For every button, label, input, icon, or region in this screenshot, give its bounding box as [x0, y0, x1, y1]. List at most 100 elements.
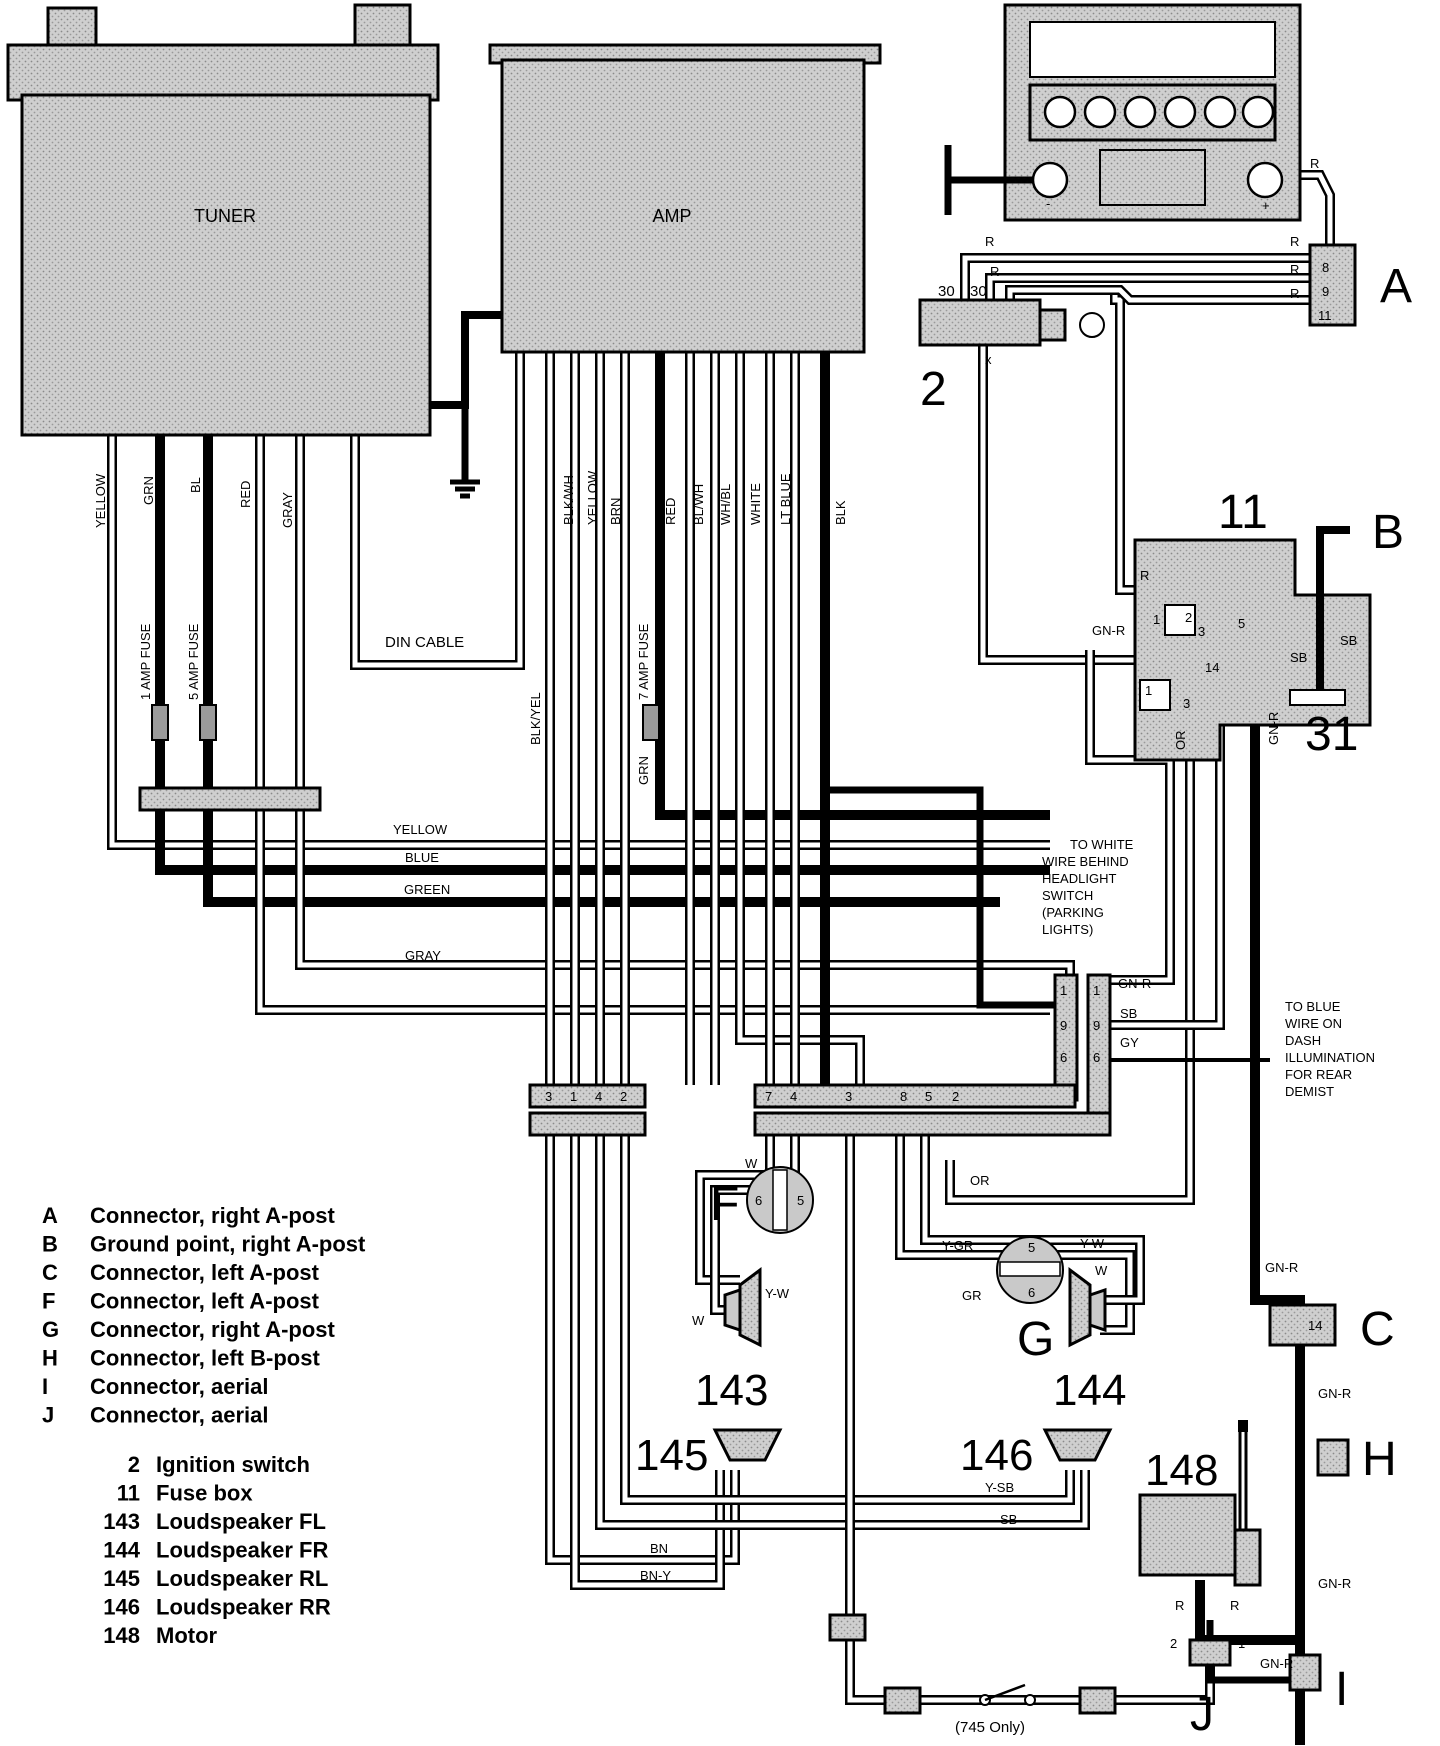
connector-g: 5 6 — [996, 1236, 1064, 1304]
note-white-1: TO WHITE — [1070, 837, 1134, 852]
lb-pin-1: 1 — [570, 1089, 577, 1104]
legend-number-text: Loudspeaker FL — [156, 1509, 326, 1534]
label-y-sb: Y-SB — [985, 1480, 1014, 1495]
label-gn-r-2: GN-R — [1118, 976, 1151, 991]
tuner-unit: TUNER — [6, 3, 440, 437]
note-white-3: HEADLIGHT — [1042, 871, 1116, 886]
tuner-label: TUNER — [194, 206, 256, 226]
ground-b — [1316, 526, 1350, 690]
legend-letter-text: Connector, aerial — [90, 1403, 269, 1428]
legend-letter-text: Connector, aerial — [90, 1374, 269, 1399]
connector-f: 6 5 — [746, 1166, 814, 1234]
fuse-pin-3b: 3 — [1183, 696, 1190, 711]
label-or-1: OR — [970, 1173, 990, 1188]
legend-letter-key: F — [42, 1289, 55, 1314]
amp-label: AMP — [652, 206, 691, 226]
lb-pin-4: 4 — [595, 1089, 602, 1104]
legend-number-text: Ignition switch — [156, 1452, 310, 1477]
callout-144: 144 — [1053, 1366, 1126, 1415]
label-white: WHITE — [748, 483, 763, 525]
legend-number-text: Motor — [156, 1623, 218, 1648]
label-wh-bl: WH/BL — [718, 484, 733, 525]
terminal-30b: 30 — [970, 283, 987, 300]
f-pin-5: 5 — [797, 1193, 804, 1208]
label-tuner-yellow: YELLOW — [93, 473, 108, 528]
callout-31: 31 — [1305, 708, 1358, 761]
legend-number-text: Loudspeaker FR — [156, 1538, 328, 1563]
fuse-pin-1a: 1 — [1153, 612, 1160, 627]
legend-number-key: 145 — [103, 1566, 140, 1591]
label-blue-h: BLUE — [405, 850, 439, 865]
legend-number-key: 2 — [128, 1452, 140, 1477]
callout-j: J — [1190, 1688, 1214, 1741]
label-gray-h: GRAY — [405, 948, 441, 963]
label-tuner-bl: BL — [188, 477, 203, 493]
rb-pin-3: 3 — [845, 1089, 852, 1104]
note-white-6: LIGHTS) — [1042, 922, 1093, 937]
preset-buttons — [1043, 95, 1275, 129]
label-w-3: W — [692, 1313, 705, 1328]
label-gr: GR — [962, 1288, 982, 1303]
label-sb-3: SB — [1120, 1006, 1137, 1021]
note-blue-2: WIRE ON — [1285, 1016, 1342, 1031]
rb-pin-8: 8 — [900, 1089, 907, 1104]
callout-146: 146 — [960, 1431, 1033, 1480]
callout-c: C — [1360, 1303, 1395, 1356]
f-pin-6: 6 — [755, 1193, 762, 1208]
fuse-pin-5: 5 — [1238, 616, 1245, 631]
fuse-pin-2: 2 — [1185, 610, 1192, 625]
label-bn-y: BN-Y — [640, 1568, 671, 1583]
callout-b: B — [1372, 506, 1404, 559]
legend-letter-text: Connector, right A-post — [90, 1317, 336, 1342]
fuse-box: 1 2 3 5 14 1 3 — [1133, 538, 1372, 762]
label-yellow-h: YELLOW — [393, 822, 448, 837]
note-745-only: (745 Only) — [955, 1719, 1025, 1736]
vb-pin-6: 6 — [1093, 1050, 1100, 1065]
label-blk-yel: BLK/YEL — [528, 692, 543, 745]
speaker-145 — [712, 1428, 783, 1462]
j-pin-1: 1 — [1238, 1636, 1245, 1651]
va-pin-6: 6 — [1060, 1050, 1067, 1065]
legend-number-key: 144 — [103, 1538, 140, 1563]
vb-pin-9: 9 — [1093, 1018, 1100, 1033]
legend-letter-text: Ground point, right A-post — [90, 1232, 366, 1257]
callout-145: 145 — [635, 1431, 708, 1480]
va-pin-9: 9 — [1060, 1018, 1067, 1033]
connector-a: 8 9 11 — [1308, 243, 1357, 327]
note-white-2: WIRE BEHIND — [1042, 854, 1129, 869]
label-r-6: R — [1290, 286, 1299, 301]
ignition-switch: 30 30 x — [918, 283, 1105, 367]
j-pin-2: 2 — [1170, 1636, 1177, 1651]
label-r-1: R — [1310, 156, 1319, 171]
legend-number-text: Fuse box — [156, 1481, 253, 1506]
fuse-pin-3a: 3 — [1198, 624, 1205, 639]
connector-blocks: 3 1 4 2 7 4 3 8 5 2 — [528, 1083, 1112, 1137]
note-blue-wire: TO BLUE WIRE ON DASH ILLUMINATION FOR RE… — [1285, 999, 1375, 1099]
label-bl-wh: BL/WH — [691, 484, 706, 525]
inline-fuses — [138, 704, 1117, 1715]
label-din-cable: DIN CABLE — [385, 634, 464, 651]
callout-i: I — [1335, 1663, 1348, 1716]
label-fuse-7a: 7 AMP FUSE — [636, 623, 651, 700]
g-pin-6: 6 — [1028, 1285, 1035, 1300]
label-tuner-red: RED — [238, 481, 253, 508]
label-or-2: OR — [1173, 731, 1188, 751]
rb-pin-7: 7 — [765, 1089, 772, 1104]
note-blue-6: DEMIST — [1285, 1084, 1334, 1099]
rb-pin-5: 5 — [925, 1089, 932, 1104]
a-pin-9: 9 — [1322, 284, 1329, 299]
connector-c: 14 — [1268, 1303, 1337, 1347]
label-gn-r-6: GN-R — [1260, 1656, 1293, 1671]
note-blue-1: TO BLUE — [1285, 999, 1341, 1014]
wire-labels: YELLOW GRN BL RED GRAY 1 AMP FUSE 5 AMP … — [93, 156, 1357, 1671]
lb-pin-2: 2 — [620, 1089, 627, 1104]
speaker-143 — [723, 1267, 762, 1348]
amp-unit: AMP — [488, 43, 882, 354]
label-r-7: R — [1140, 568, 1149, 583]
va-pin-1: 1 — [1060, 983, 1067, 998]
label-w-2: W — [1095, 1263, 1108, 1278]
rb-pin-4: 4 — [790, 1089, 797, 1104]
legend-letter-text: Connector, left A-post — [90, 1289, 320, 1314]
minus-label: - — [1046, 196, 1050, 211]
